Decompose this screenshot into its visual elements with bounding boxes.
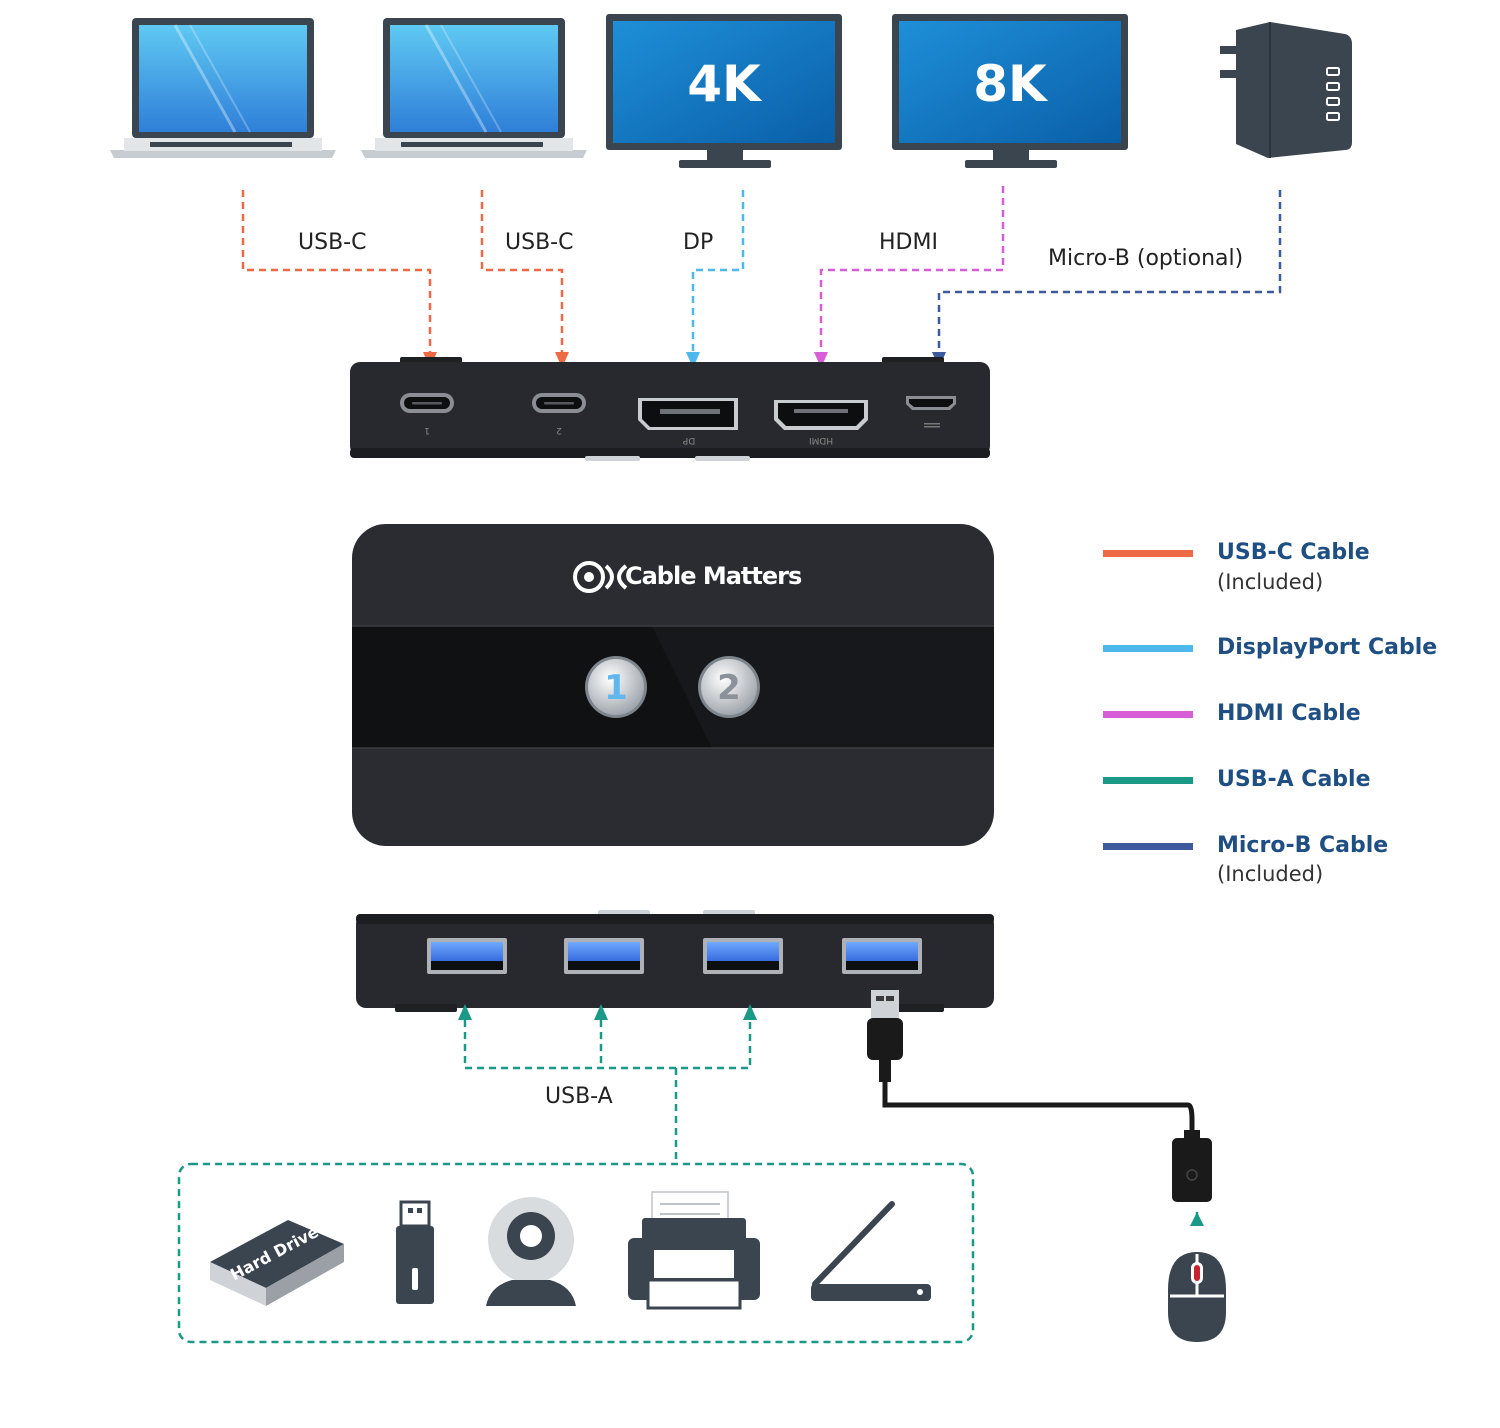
usbc-2-label: USB-C xyxy=(505,230,574,255)
usb-a-port-1 xyxy=(427,938,507,974)
dp-connector xyxy=(691,190,745,352)
legend-swatch-usb-a xyxy=(1103,777,1193,784)
port-label-2: 2 xyxy=(556,425,562,435)
laptop-2-icon xyxy=(361,18,587,158)
legend-title-usb-a: USB-A Cable xyxy=(1217,767,1371,792)
monitor-8k-icon: 8K xyxy=(892,14,1128,168)
usb-a-label: USB-A xyxy=(545,1084,613,1109)
switch-back-panel: 1 2 DP HDMI xyxy=(350,357,990,461)
usbc-2-connector xyxy=(480,190,564,352)
usb-a-port-2 xyxy=(564,938,644,974)
usb-a-port-3 xyxy=(703,938,783,974)
hard-drive-icon: Hard Drive xyxy=(210,1220,344,1306)
mouse-icon xyxy=(1168,1252,1226,1342)
mouse-connector xyxy=(1190,1212,1204,1228)
usbc-port-1 xyxy=(400,393,454,413)
usb-extension-cable xyxy=(867,990,1212,1202)
dp-port xyxy=(638,398,738,430)
legend-title-usb-c: USB-C Cable xyxy=(1217,540,1370,565)
usbc-1-connector xyxy=(241,190,432,352)
hdmi-connector xyxy=(819,186,1005,352)
brand-name: Cable Matters xyxy=(625,562,802,590)
switch-button-1[interactable]: 1 xyxy=(585,656,647,718)
hdmi-port xyxy=(774,400,868,430)
scanner-icon xyxy=(811,1201,931,1301)
port-label-dp: DP xyxy=(682,435,695,445)
legend-title-displayport: DisplayPort Cable xyxy=(1217,635,1438,660)
switch-top-view: 1 2 xyxy=(352,524,994,846)
switch-button-2[interactable]: 2 xyxy=(698,656,760,718)
legend-swatch-usb-c xyxy=(1103,550,1193,557)
power-adapter-icon xyxy=(1220,22,1352,158)
legend-title-hdmi: HDMI Cable xyxy=(1217,701,1361,726)
switch-button-2-label: 2 xyxy=(717,668,741,708)
legend-subtitle-micro-b: (Included) xyxy=(1217,862,1324,886)
monitor-4k-icon: 4K xyxy=(606,14,842,168)
cable-matters-logo-icon xyxy=(573,561,628,593)
usb-a-arrowheads xyxy=(458,1004,757,1020)
usbc-1-label: USB-C xyxy=(298,230,367,255)
legend-swatch-displayport xyxy=(1103,645,1193,652)
monitor-8k-label: 8K xyxy=(973,55,1049,113)
switch-front-panel xyxy=(356,910,994,1012)
switch-button-1-label: 1 xyxy=(604,668,628,708)
usb-a-port-4 xyxy=(842,938,922,974)
printer-icon xyxy=(628,1191,760,1310)
usb-flash-drive-icon xyxy=(396,1200,434,1304)
port-label-hdmi: HDMI xyxy=(809,435,833,445)
port-label-1: 1 xyxy=(424,425,430,435)
laptop-1-icon xyxy=(110,18,336,158)
micro-b-label: Micro-B (optional) xyxy=(1048,246,1244,271)
legend-title-micro-b: Micro-B Cable xyxy=(1217,833,1389,858)
legend-swatch-micro-b xyxy=(1103,843,1193,850)
webcam-icon xyxy=(486,1197,576,1306)
micro-b-connector xyxy=(937,190,1282,352)
legend-swatch-hdmi xyxy=(1103,711,1193,718)
legend-subtitle-usb-c: (Included) xyxy=(1217,570,1324,594)
hdmi-label: HDMI xyxy=(879,230,938,255)
usbc-port-2 xyxy=(532,393,586,413)
dp-label: DP xyxy=(683,230,714,255)
usb-a-connectors xyxy=(177,1020,975,1344)
monitor-4k-label: 4K xyxy=(687,55,763,113)
micro-b-port xyxy=(906,396,956,428)
